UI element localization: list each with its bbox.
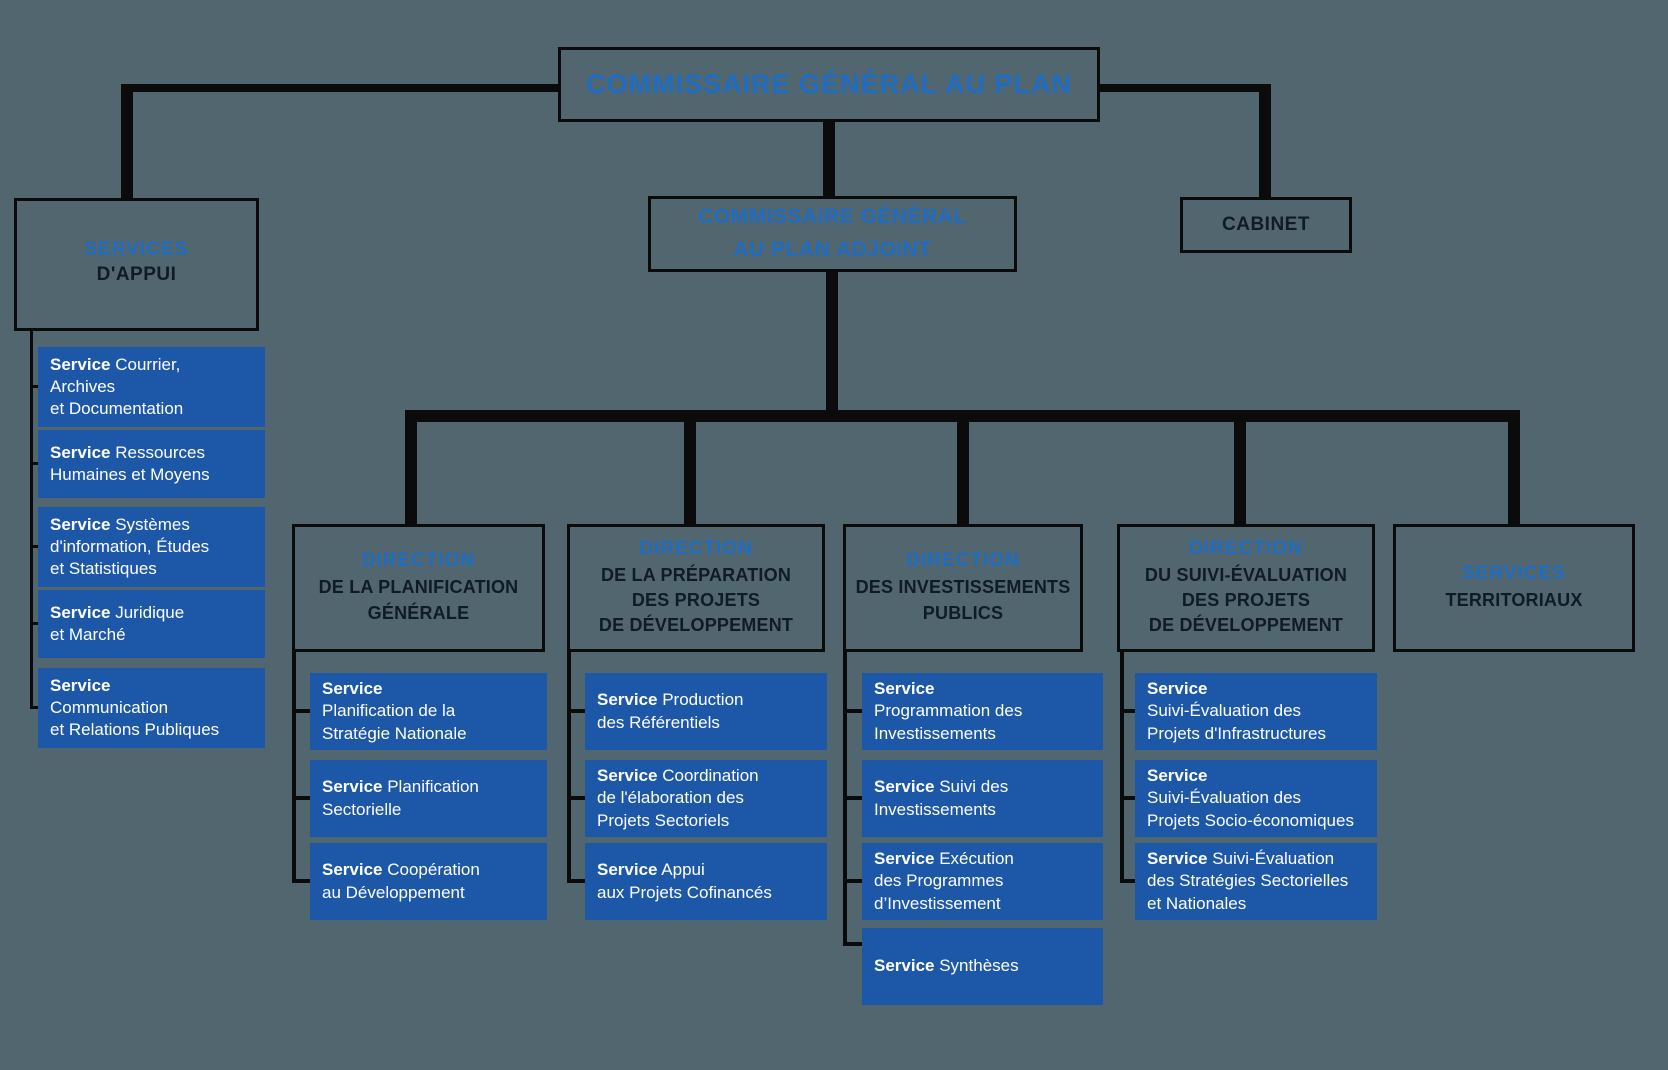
service-text: Service Systèmes d'information, Études e… xyxy=(50,514,210,579)
root-title: COMMISSAIRE GÉNÉRAL AU PLAN xyxy=(585,69,1073,99)
connector-root-right-drop xyxy=(1259,84,1271,197)
connector-root-left-drop xyxy=(121,84,133,198)
root-box: COMMISSAIRE GÉNÉRAL AU PLAN xyxy=(558,47,1100,122)
service-box-ressources-humaines: Service Ressources Humaines et Moyens xyxy=(38,430,265,498)
service-box-suivi-investissements: Service Suivi des Investissements xyxy=(862,760,1103,837)
connector-col3-stub-3 xyxy=(843,879,862,883)
connector-root-left-arm xyxy=(121,84,558,92)
service-box-coordination-elaboration: Service Coordination de l'élaboration de… xyxy=(585,760,827,837)
connector-appui-stub-3 xyxy=(30,545,40,548)
connector-drop-direction-1 xyxy=(405,410,417,524)
connector-col1-stub-2 xyxy=(292,796,310,800)
connector-col2-stub-1 xyxy=(567,709,585,713)
connector-col3-stub-4 xyxy=(843,942,862,946)
connector-appui-stub-1 xyxy=(30,385,40,388)
service-text: Service Suivi-Évaluation des Stratégies … xyxy=(1147,849,1349,913)
service-box-planification-sectorielle: Service Planification Sectorielle xyxy=(310,760,547,837)
direction-name: DU SUIVI-ÉVALUATION DES PROJETS DE DÉVEL… xyxy=(1144,564,1348,636)
connector-col4-stub-2 xyxy=(1120,796,1135,800)
service-text: Service Planification de la Stratégie Na… xyxy=(322,679,467,743)
direction-name: TERRITORIAUX xyxy=(1445,589,1583,610)
connector-root-right-arm xyxy=(1100,84,1271,92)
service-text: Service Suivi-Évaluation des Projets d'I… xyxy=(1147,679,1326,743)
connector-col4-stub-3 xyxy=(1120,879,1135,883)
service-text: Service Juridique et Marché xyxy=(50,602,185,644)
service-box-production-referentiels: Service Production des Référentiels xyxy=(585,673,827,750)
connector-drop-direction-5 xyxy=(1508,410,1520,524)
connector-appui-spine xyxy=(30,331,33,708)
direction-name: DE LA PLANIFICATION GÉNÉRALE xyxy=(318,577,519,623)
services-appui-title-dark: D'APPUI xyxy=(96,264,177,286)
service-box-suivi-evaluation-strategies: Service Suivi-Évaluation des Stratégies … xyxy=(1135,843,1377,920)
cabinet-title: CABINET xyxy=(1222,214,1310,235)
service-box-cooperation-developpement: Service Coopération au Développement xyxy=(310,843,547,920)
service-box-execution-programmes: Service Exécution des Programmes d’Inves… xyxy=(862,843,1103,920)
direction-investissements-publics-box: DIRECTION DES INVESTISSEMENTS PUBLICS xyxy=(843,524,1083,652)
service-text: Service Suivi des Investissements xyxy=(874,777,1009,819)
direction-label: DIRECTION xyxy=(361,550,476,572)
connector-drop-direction-2 xyxy=(684,410,696,524)
service-box-programmation-investissements: Service Programmation des Investissement… xyxy=(862,673,1103,750)
connector-col1-stub-1 xyxy=(292,709,310,713)
service-box-juridique: Service Juridique et Marché xyxy=(38,590,265,658)
connector-col1-stub-3 xyxy=(292,879,310,883)
service-text: Service Exécution des Programmes d’Inves… xyxy=(874,849,1014,913)
service-box-courrier: Service Courrier, Archives et Documentat… xyxy=(38,347,265,427)
service-text: Service Coordination de l'élaboration de… xyxy=(597,766,759,830)
services-territoriaux-box: SERVICES TERRITORIAUX xyxy=(1393,524,1635,652)
services-appui-box: SERVICES D'APPUI xyxy=(14,198,259,331)
connector-root-center-drop xyxy=(823,122,835,196)
direction-suivi-evaluation-box: DIRECTION DU SUIVI-ÉVALUATION DES PROJET… xyxy=(1117,524,1375,652)
adjoint-box: COMMISSAIRE GÉNÉRAL AU PLAN ADJOINT xyxy=(648,196,1017,272)
service-box-appui-projets-cofinances: Service Appui aux Projets Cofinancés xyxy=(585,843,827,920)
service-box-systemes-information: Service Systèmes d'information, Études e… xyxy=(38,507,265,587)
service-box-syntheses: Service Synthèses xyxy=(862,928,1103,1005)
connector-appui-stub-5 xyxy=(30,706,40,709)
direction-name: DES INVESTISSEMENTS PUBLICS xyxy=(855,577,1071,623)
connector-drop-direction-4 xyxy=(1234,410,1246,524)
direction-preparation-projets-box: DIRECTION DE LA PRÉPARATION DES PROJETS … xyxy=(567,524,825,652)
connector-adjoint-drop xyxy=(826,272,838,410)
connector-appui-stub-2 xyxy=(30,462,40,465)
service-text: Service Synthèses xyxy=(874,956,1019,976)
connector-appui-stub-4 xyxy=(30,622,40,625)
direction-label: DIRECTION xyxy=(639,537,753,559)
direction-label: DIRECTION xyxy=(906,550,1020,572)
connector-col4-stub-1 xyxy=(1120,709,1135,713)
connector-col4-spine xyxy=(1120,652,1124,883)
connector-col2-stub-3 xyxy=(567,879,585,883)
service-text: Service Production des Référentiels xyxy=(597,690,744,732)
direction-label: SERVICES xyxy=(1462,562,1566,584)
direction-label: DIRECTION xyxy=(1189,537,1303,559)
connector-drop-direction-3 xyxy=(957,410,969,524)
connector-col3-stub-2 xyxy=(843,796,862,800)
service-text: Service Ressources Humaines et Moyens xyxy=(50,442,210,484)
connector-col2-spine xyxy=(567,652,571,883)
direction-planification-generale-box: DIRECTION DE LA PLANIFICATION GÉNÉRALE xyxy=(292,524,545,652)
service-box-suivi-evaluation-socio-economiques: Service Suivi-Évaluation des Projets Soc… xyxy=(1135,760,1377,837)
connector-col1-spine xyxy=(292,652,296,883)
service-text: Service Courrier, Archives et Documentat… xyxy=(50,354,184,419)
service-text: Service Communication et Relations Publi… xyxy=(50,675,220,740)
connector-col2-stub-2 xyxy=(567,796,585,800)
service-box-suivi-evaluation-infrastructures: Service Suivi-Évaluation des Projets d'I… xyxy=(1135,673,1377,750)
service-text: Service Coopération au Développement xyxy=(322,860,480,902)
adjoint-title: COMMISSAIRE GÉNÉRAL AU PLAN ADJOINT xyxy=(698,205,967,261)
service-text: Service Appui aux Projets Cofinancés xyxy=(597,860,772,902)
services-appui-title-blue: SERVICES xyxy=(84,239,189,261)
connector-col3-stub-1 xyxy=(843,709,862,713)
service-text: Service Programmation des Investissement… xyxy=(874,679,1023,743)
cabinet-box: CABINET xyxy=(1180,197,1352,253)
service-text: Service Suivi-Évaluation des Projets Soc… xyxy=(1147,766,1354,830)
direction-name: DE LA PRÉPARATION DES PROJETS DE DÉVELOP… xyxy=(598,564,794,636)
service-text: Service Planification Sectorielle xyxy=(322,777,479,819)
service-box-planification-strategie: Service Planification de la Stratégie Na… xyxy=(310,673,547,750)
service-box-communication: Service Communication et Relations Publi… xyxy=(38,668,265,748)
